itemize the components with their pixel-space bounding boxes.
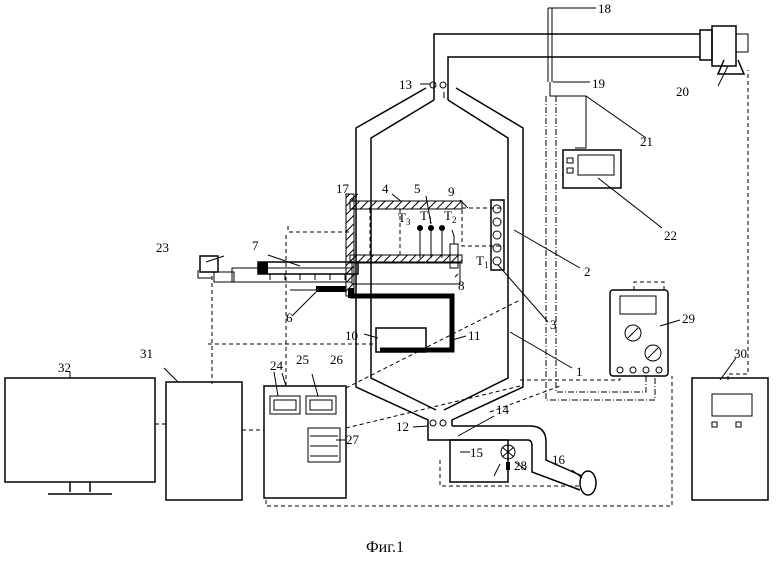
label-30: 30 [734,346,747,361]
labels: 18 19 13 20 21 22 2 3 1 4 5 9 17 7 23 8 … [58,1,747,473]
label-8: 8 [458,278,465,293]
label-10: 10 [345,328,358,343]
label-25: 25 [296,352,309,367]
label-2: 2 [584,264,591,279]
controller-24 [264,386,346,498]
label-6: 6 [286,310,293,325]
bottom-ducting [428,426,596,495]
label-19: 19 [592,76,605,91]
label-20: 20 [676,84,689,99]
stand-6 [290,286,346,292]
top-exhaust-pipe [434,26,748,100]
label-29: 29 [682,311,695,326]
frame-11 [348,288,452,350]
label-5: 5 [414,181,421,196]
computer-31 [166,382,242,500]
label-28: 28 [514,458,527,473]
label-18: 18 [598,1,611,16]
label-1: 1 [576,364,583,379]
monitor-22 [563,150,621,188]
label-9: 9 [448,184,455,199]
label-t3: T3 [398,210,411,227]
device-30 [692,378,768,500]
thermocouples [417,225,445,258]
label-26: 26 [330,352,344,367]
label-t2: T2 [444,208,456,225]
label-24: 24 [270,358,284,373]
label-21: 21 [640,134,653,149]
valves [430,82,446,426]
terminal-strip-3 [491,200,504,270]
probe-18-19 [548,8,586,148]
label-12: 12 [396,419,409,434]
label-31: 31 [140,346,153,361]
label-15: 15 [470,445,483,460]
display-32 [5,378,155,494]
label-22: 22 [664,228,677,243]
label-3: 3 [550,317,557,332]
label-13: 13 [399,77,412,92]
label-4: 4 [382,181,389,196]
label-t1-side: T1 [476,253,488,270]
window-9 [462,208,504,246]
label-11: 11 [468,328,481,343]
label-32: 32 [58,360,71,375]
label-17: 17 [336,181,350,196]
label-16: 16 [552,452,566,467]
label-t1-top: T1 [420,208,432,225]
multimeter-29 [610,290,668,376]
label-27: 27 [346,432,360,447]
label-23: 23 [156,240,169,255]
label-7: 7 [252,238,259,253]
figure-caption: Фиг.1 [366,539,404,556]
label-14: 14 [496,402,510,417]
